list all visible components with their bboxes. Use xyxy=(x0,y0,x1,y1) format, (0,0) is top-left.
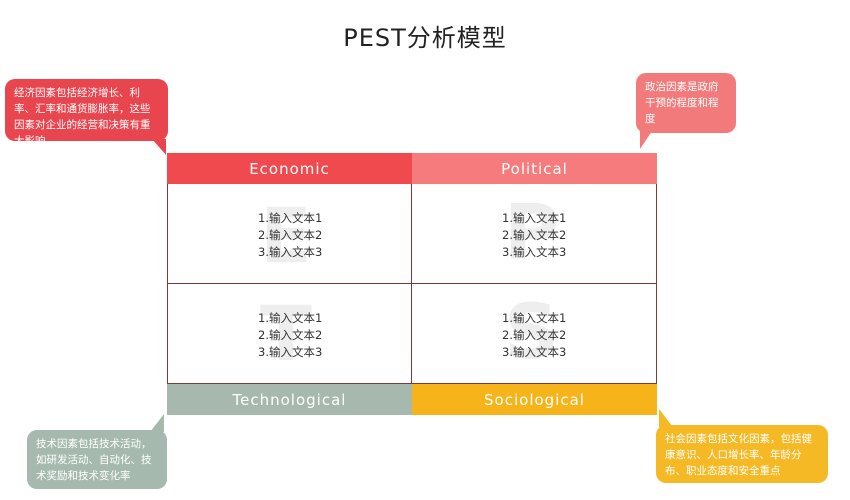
technological-note-callout: 技术因素包括技术活动，如研发活动、自动化、技术奖励和技术变化率 xyxy=(27,414,167,489)
political-item[interactable]: 1.输入文本1 xyxy=(502,211,567,225)
sociological-note-callout: 社会因素包括文化因素，包括健康意识、人口增长率、年龄分布、职业态度和安全重点 xyxy=(656,409,828,483)
political-cell: P 1.输入文本1 2.输入文本2 3.输入文本3 xyxy=(411,184,657,284)
sociological-item[interactable]: 1.输入文本1 xyxy=(502,311,567,325)
economic-header: Economic xyxy=(167,153,412,184)
technological-note-text: 技术因素包括技术活动，如研发活动、自动化、技术奖励和技术变化率 xyxy=(36,438,152,482)
political-item-list: 1.输入文本1 2.输入文本2 3.输入文本3 xyxy=(502,210,566,261)
economic-cell: E 1.输入文本1 2.输入文本2 3.输入文本3 xyxy=(167,184,412,284)
technological-watermark-letter: T xyxy=(260,289,312,378)
economic-item[interactable]: 3.输入文本3 xyxy=(258,245,323,259)
political-watermark-letter: P xyxy=(504,187,560,276)
technological-header: Technological xyxy=(167,384,412,415)
sociological-note-text: 社会因素包括文化因素，包括健康意识、人口增长率、年龄分布、职业态度和安全重点 xyxy=(665,433,812,477)
technological-note-tail xyxy=(150,414,164,432)
technological-item[interactable]: 3.输入文本3 xyxy=(258,345,323,359)
sociological-watermark-letter: S xyxy=(504,287,559,376)
economic-item-list: 1.输入文本1 2.输入文本2 3.输入文本3 xyxy=(258,210,322,261)
political-note-tail xyxy=(640,131,652,149)
sociological-item-list: 1.输入文本1 2.输入文本2 3.输入文本3 xyxy=(502,310,566,361)
political-item[interactable]: 3.输入文本3 xyxy=(502,245,567,259)
sociological-note-tail xyxy=(659,409,673,427)
sociological-cell: S 1.输入文本1 2.输入文本2 3.输入文本3 xyxy=(411,283,657,384)
economic-note-text: 经济因素包括经济增长、利率、汇率和通货膨胀率，这些因素对企业的经营和决策有重大影… xyxy=(14,87,151,147)
sociological-header: Sociological xyxy=(412,384,657,415)
technological-item-list: 1.输入文本1 2.输入文本2 3.输入文本3 xyxy=(258,310,322,361)
technological-item[interactable]: 2.输入文本2 xyxy=(258,328,323,342)
political-item[interactable]: 2.输入文本2 xyxy=(502,228,567,242)
political-note-text: 政治因素是政府干预的程度和程度 xyxy=(645,81,719,125)
economic-note-callout: 经济因素包括经济增长、利率、汇率和通货膨胀率，这些因素对企业的经营和决策有重大影… xyxy=(5,79,168,155)
technological-item[interactable]: 1.输入文本1 xyxy=(258,311,323,325)
sociological-item[interactable]: 3.输入文本3 xyxy=(502,345,567,359)
sociological-item[interactable]: 2.输入文本2 xyxy=(502,328,567,342)
economic-item[interactable]: 1.输入文本1 xyxy=(258,211,323,225)
economic-watermark-letter: E xyxy=(260,191,312,280)
political-note-callout: 政治因素是政府干预的程度和程度 xyxy=(636,73,736,149)
economic-note-tail xyxy=(152,139,166,155)
page-title: PEST分析模型 xyxy=(343,24,507,52)
political-header: Political xyxy=(412,153,657,184)
economic-item[interactable]: 2.输入文本2 xyxy=(258,228,323,242)
technological-cell: T 1.输入文本1 2.输入文本2 3.输入文本3 xyxy=(167,283,412,384)
